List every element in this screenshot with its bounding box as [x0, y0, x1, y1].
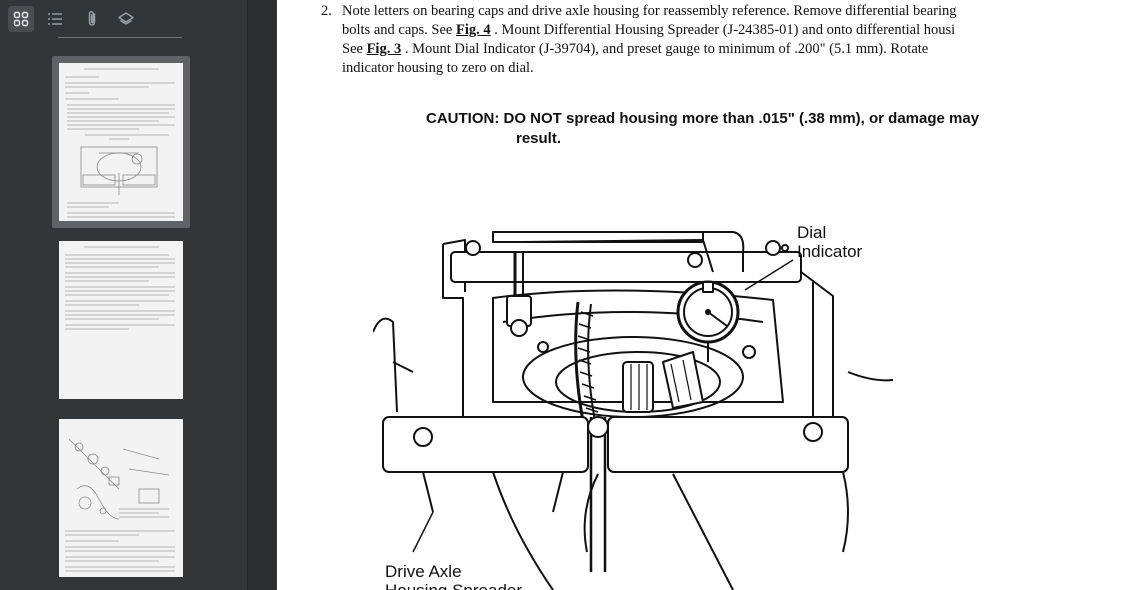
paperclip-icon — [88, 11, 96, 26]
label-dial: Dial — [797, 223, 826, 242]
sidebar-resize-gutter[interactable] — [248, 0, 277, 590]
label-housing-spreader: Housing Spreader — [385, 581, 522, 590]
list-icon — [48, 13, 62, 25]
step-number: 2. — [321, 3, 332, 19]
step-text-line-3: See Fig. 3 . Mount Dial Indicator (J-397… — [342, 41, 929, 57]
label-drive-axle: Drive Axle — [385, 562, 462, 581]
active-tool-indicator — [58, 37, 182, 38]
step-text-line-4: indicator housing to zero on dial. — [342, 60, 534, 76]
caution-line-1: CAUTION: DO NOT spread housing more than… — [426, 110, 980, 127]
caution-line-2: result. — [516, 130, 562, 147]
layers-icon — [118, 12, 134, 25]
figure-housing-spreader-dial-indicator: Dial Indicator Drive Axle Housing Spread… — [373, 223, 894, 590]
page-thumbnail-image — [59, 63, 183, 221]
page-thumbnail-image — [59, 419, 183, 577]
page-thumbnail-image — [59, 241, 183, 399]
page-thumbnail-3[interactable] — [52, 412, 190, 584]
step-text-line-1: Note letters on bearing caps and drive a… — [342, 3, 957, 19]
fig-4-link[interactable]: Fig. 4 — [455, 22, 491, 38]
thumbnails-view-button[interactable] — [8, 6, 34, 32]
page-thumbnail-1[interactable] — [52, 56, 190, 228]
page-thumbnail-2[interactable] — [52, 234, 190, 406]
document-page: 2. Note letters on bearing caps and driv… — [278, 0, 1127, 590]
sidebar-toolbar — [0, 0, 248, 38]
grid-icon — [13, 11, 29, 27]
layers-view-button[interactable] — [113, 6, 139, 32]
sidebar — [0, 0, 248, 590]
label-indicator: Indicator — [797, 242, 863, 261]
fig-3-link[interactable]: Fig. 3 — [366, 41, 402, 57]
attachments-view-button[interactable] — [79, 6, 105, 32]
step-text-line-2: bolts and caps. See Fig. 4 . Mount Diffe… — [342, 22, 956, 38]
outline-view-button[interactable] — [42, 6, 68, 32]
